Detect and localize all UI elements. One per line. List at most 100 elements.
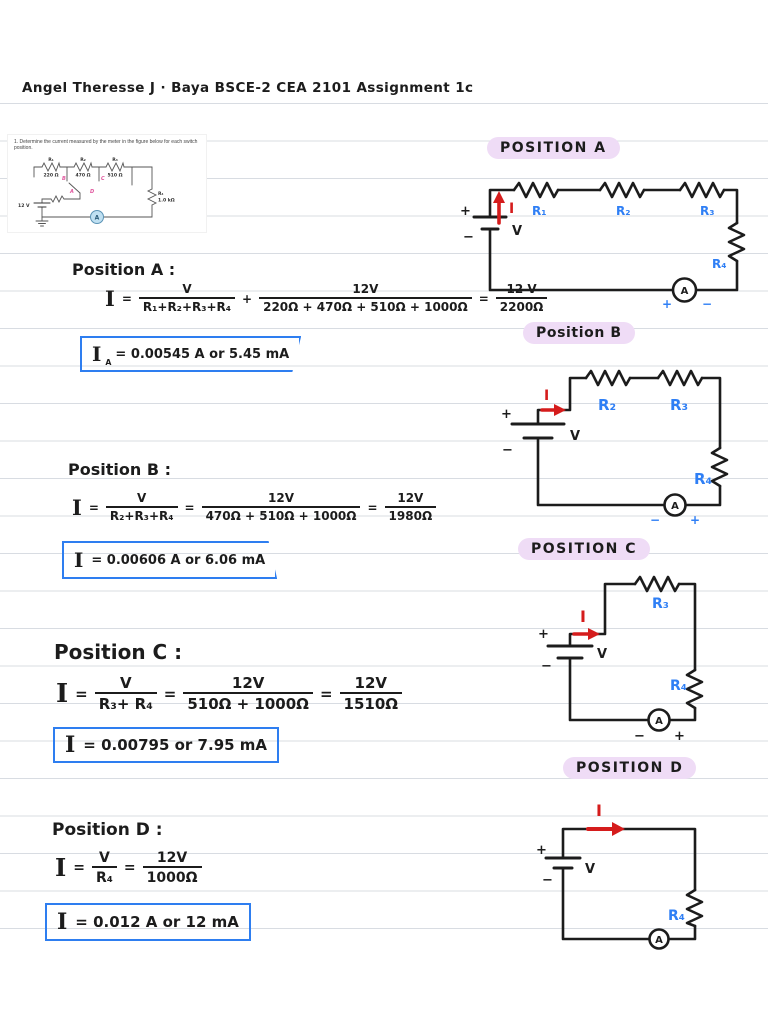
- r2-label: R₂: [598, 396, 616, 414]
- current-i-label: I: [509, 201, 514, 217]
- current-i-label: I: [580, 607, 586, 626]
- eq-b-equals-2: =: [367, 500, 378, 515]
- source-v-label: V: [512, 224, 522, 239]
- textbook-circuit-figure: A R₁ 220 Ω R₂ 470 Ω R₃ 510 Ω R₄ 1.0 kΩ 1…: [18, 157, 175, 227]
- position-c-answer-box: I = 0.00795 or 7.95 mA: [53, 727, 280, 763]
- position-d-circuit: A I + − V R₄: [536, 801, 704, 950]
- eq-d-fraction-1: V R₄: [91, 850, 117, 886]
- eq-c-operator: =: [163, 685, 177, 704]
- ammeter-a-label: A: [671, 501, 679, 512]
- battery-plus-label: +: [501, 407, 512, 422]
- position-b-heading: Position B :: [68, 460, 171, 479]
- position-d-heading: Position D :: [52, 820, 163, 840]
- eq-b-fraction-3: 12V 1980Ω: [384, 491, 437, 524]
- eq-d-lhs: I: [55, 853, 67, 883]
- figure-switch-b-label: B: [62, 176, 66, 182]
- figure-ammeter-label: A: [95, 215, 100, 222]
- position-b-pill: Position B: [523, 322, 635, 344]
- r4-label: R₄: [694, 470, 712, 488]
- eq-c-fraction-2: 12V 510Ω + 1000Ω: [183, 674, 313, 714]
- figure-ammeter-icon: [90, 210, 104, 224]
- position-c-pill: POSITION C: [518, 538, 650, 560]
- eq-a-fraction-2: 12V 220Ω + 470Ω + 510Ω + 1000Ω: [259, 282, 472, 315]
- position-a-circuit: A I + − V R₁ R₂ R₃ R₄ + −: [460, 181, 746, 310]
- eq-d-equals-1: =: [73, 860, 85, 877]
- meter-minus-label: −: [702, 297, 712, 310]
- eq-c-fraction-1: V R₃+ R₄: [94, 674, 157, 714]
- eq-b-lhs: I: [72, 495, 82, 521]
- figure-r1-name: R₁: [48, 157, 54, 163]
- eq-c-fraction-3: 12V 1510Ω: [339, 674, 403, 714]
- eq-d-fraction-2: 12V 1000Ω: [142, 850, 202, 886]
- battery-plus-label: +: [538, 627, 549, 642]
- r3-label: R₃: [670, 396, 688, 414]
- eq-a-fraction-1: V R₁+R₂+R₃+R₄: [138, 282, 236, 315]
- figure-r3-value: 510 Ω: [107, 173, 122, 179]
- r4-label: R₄: [668, 908, 685, 924]
- eq-a-operator: +: [242, 291, 253, 306]
- eq-a-equals-1: =: [121, 291, 132, 306]
- position-c-equation: I = V R₃+ R₄ = 12V 510Ω + 1000Ω = 12V 15…: [56, 674, 403, 714]
- ruled-paper-lines: [0, 103, 768, 949]
- eq-d-operator: =: [123, 860, 136, 877]
- r4-label: R₄: [670, 678, 687, 694]
- ammeter-a-label: A: [655, 716, 663, 727]
- eq-b-operator: =: [184, 500, 195, 515]
- ammeter-a-label: A: [655, 935, 663, 946]
- eq-b-fraction-1: V R₂+R₃+R₄: [105, 491, 178, 524]
- position-a-pill: POSITION A: [487, 137, 620, 159]
- figure-switch-a-label: A: [69, 189, 74, 195]
- problem-panel: 1. Determine the current measured by the…: [8, 135, 206, 232]
- figure-r4-name: R₄: [158, 191, 164, 197]
- position-d-answer-box: I = 0.012 A or 12 mA: [45, 903, 251, 941]
- position-d-equation: I = V R₄ = 12V 1000Ω: [55, 850, 202, 886]
- problem-text: 1. Determine the current measured by the…: [14, 139, 198, 151]
- position-c-heading: Position C :: [54, 640, 183, 664]
- meter-plus-label: +: [674, 729, 685, 744]
- source-v-label: V: [585, 862, 595, 877]
- figure-r2-name: R₂: [80, 157, 86, 163]
- battery-minus-label: −: [502, 443, 513, 458]
- figure-r1-value: 220 Ω: [43, 173, 58, 179]
- position-b-circuit: A I + − V R₂ R₃ R₄ − +: [501, 369, 729, 527]
- position-a-heading: Position A :: [72, 260, 176, 279]
- page-header: Angel Theresse J · Baya BSCE-2 CEA 2101 …: [22, 80, 474, 96]
- figure-r2-value: 470 Ω: [75, 173, 90, 179]
- r3-label: R₃: [652, 596, 669, 612]
- position-d-pill: POSITION D: [563, 757, 697, 779]
- meter-plus-label: +: [662, 297, 672, 310]
- battery-minus-label: −: [463, 230, 474, 245]
- position-b-answer-box: I = 0.00606 A or 6.06 mA: [62, 541, 278, 579]
- source-v-label: V: [570, 429, 580, 444]
- figure-source-value: 12 V: [18, 203, 30, 209]
- eq-a-equals-2: =: [478, 291, 489, 306]
- battery-minus-label: −: [542, 873, 553, 888]
- figure-switch-d-label: D: [90, 189, 94, 195]
- eq-c-equals-1: =: [75, 685, 88, 704]
- battery-plus-label: +: [460, 204, 471, 219]
- battery-minus-label: −: [541, 659, 552, 674]
- figure-r4-value: 1.0 kΩ: [158, 198, 175, 204]
- position-b-equation: I = V R₂+R₃+R₄ = 12V 470Ω + 510Ω + 1000Ω…: [72, 491, 437, 524]
- eq-c-lhs: I: [56, 679, 69, 710]
- current-i-label: I: [596, 801, 602, 820]
- meter-minus-label: −: [650, 513, 660, 527]
- eq-b-equals-1: =: [88, 500, 99, 515]
- r4-label: R₄: [712, 257, 727, 271]
- ammeter-a-label: A: [681, 286, 689, 297]
- r1-label: R₁: [532, 204, 547, 218]
- current-i-label: I: [544, 388, 549, 404]
- eq-c-equals-2: =: [319, 685, 333, 704]
- eq-b-fraction-2: 12V 470Ω + 510Ω + 1000Ω: [201, 491, 361, 524]
- eq-a-lhs: I: [105, 286, 115, 312]
- battery-plus-label: +: [536, 843, 547, 858]
- figure-r3-name: R₃: [112, 157, 118, 163]
- r3-label: R₃: [700, 204, 715, 218]
- meter-minus-label: −: [634, 729, 645, 744]
- r2-label: R₂: [616, 204, 631, 218]
- source-v-label: V: [597, 647, 607, 662]
- meter-plus-label: +: [690, 513, 700, 527]
- figure-switch-c-label: C: [101, 176, 105, 182]
- position-c-circuit: A I + − V R₃ R₄ − +: [538, 575, 704, 744]
